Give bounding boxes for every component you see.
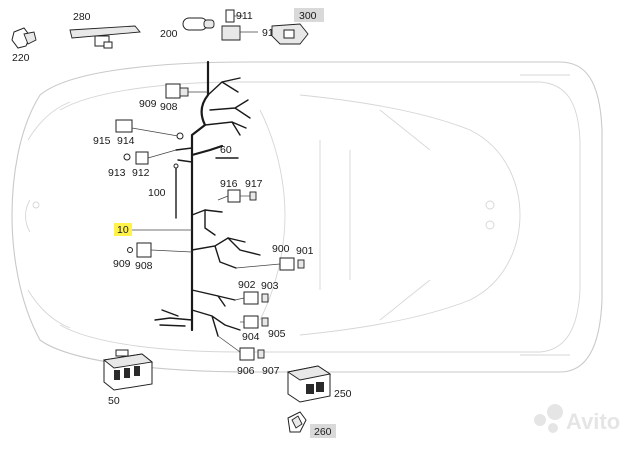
callout-902: 902: [238, 279, 256, 291]
callout-280: 280: [73, 11, 91, 23]
connector-904-905: [240, 315, 269, 329]
callout-100: 100: [148, 187, 166, 199]
callout-60: 60: [220, 144, 232, 156]
part-50-connector-block: [102, 349, 154, 391]
connector-909-908-lower: [127, 242, 193, 258]
connector-906-907: [217, 335, 265, 361]
connector-909-908-upper: [165, 83, 208, 99]
callout-904: 904: [242, 331, 260, 343]
callout-907: 907: [262, 365, 280, 377]
callout-908-lower: 908: [135, 260, 153, 272]
part-100-rod: [173, 163, 179, 219]
callout-903: 903: [261, 280, 279, 292]
part-300-bracket: [271, 23, 309, 45]
callout-917: 917: [245, 178, 263, 190]
part-280-bracket: [69, 25, 141, 49]
callout-911: 911: [236, 10, 253, 22]
part-200-grommet: [182, 17, 215, 31]
callout-916: 916: [220, 178, 238, 190]
callout-50: 50: [108, 395, 120, 407]
callout-909-lower: 909: [113, 258, 131, 270]
watermark-text: Avito: [566, 409, 620, 434]
callout-908-upper: 908: [160, 101, 178, 113]
callout-300-highlight: [294, 8, 324, 22]
connector-913-912: [123, 149, 177, 165]
callout-300: 300: [299, 10, 317, 22]
callout-914: 914: [117, 135, 135, 147]
main-harness: [154, 60, 261, 337]
callout-260: 260: [314, 426, 332, 438]
callout-905: 905: [268, 328, 286, 340]
callout-10-highlight: [114, 223, 132, 236]
callout-220: 220: [12, 52, 30, 64]
callout-200: 200: [160, 28, 178, 40]
callout-10: 10: [117, 224, 129, 236]
callout-909-upper: 909: [139, 98, 157, 110]
callout-906: 906: [237, 365, 255, 377]
vehicle-outline: [11, 61, 603, 373]
callout-901: 901: [296, 245, 314, 257]
part-260-holder: [287, 411, 307, 433]
connector-916-917: [217, 189, 257, 203]
connector-902-903: [234, 291, 269, 305]
connector-900-901: [235, 257, 305, 271]
connector-915-914: [115, 119, 184, 140]
avito-watermark-logo: Avito: [534, 404, 620, 434]
part-250-connector: [286, 365, 332, 403]
callout-915: 915: [93, 135, 111, 147]
callout-260-highlight: [310, 424, 336, 438]
callout-250: 250: [334, 388, 352, 400]
callout-913: 913: [108, 167, 126, 179]
part-220-clip: [11, 27, 37, 49]
part-911-910-connector: [221, 9, 258, 41]
callout-912: 912: [132, 167, 150, 179]
callout-900: 900: [272, 243, 290, 255]
